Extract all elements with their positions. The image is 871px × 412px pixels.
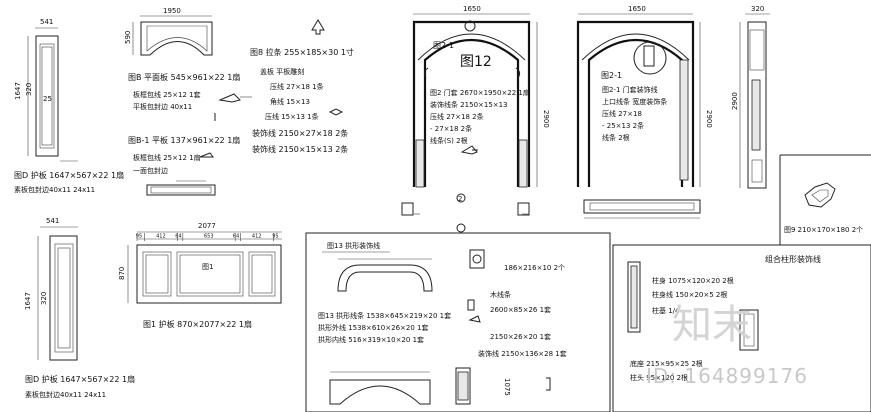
wide-panel-segment-6: 412 [252, 234, 262, 240]
parts-line-4: 角线 15×13 [270, 97, 310, 106]
right-note-4: 底座 215×95×25 2根 [630, 359, 703, 368]
lower-right-4: 2150×26×20 1套 [490, 332, 551, 341]
wide-panel-caption: 图1 护板 870×2077×22 1扇 [143, 319, 252, 329]
panel-b-caption: 图D 护板 1647×567×22 1扇 [25, 374, 135, 384]
doorway-a-note-5: 线条(S) 2根 [430, 136, 468, 145]
panel-b-elevation: 541 1647 320 图D 护板 1647×567×22 1扇 素板包封边4… [24, 217, 135, 399]
parts-line-3: 压线 27×18 1条 [270, 82, 324, 91]
doorway-a-height-dim: 2900 [542, 110, 550, 128]
wide-panel-segment-dims: 95 412 64 653 64 412 95 [136, 233, 279, 241]
parts-line-7: 装饰线 2150×15×13 2条 [252, 144, 348, 154]
doorway-a-width-dim: 1650 [463, 5, 481, 13]
watermark-brand: 知末 [672, 302, 752, 348]
side-elev-width-dim: 320 [751, 5, 764, 13]
arch-height-dim: 590 [124, 31, 132, 44]
lower-box: 图13 拱形装饰线 图13 拱形线条 1538×645×219×20 1套 拱形… [305, 232, 611, 412]
right-box: 组合柱形装饰线 柱身 1075×120×20 2根 柱身线 150×20×5 2… [612, 244, 871, 412]
right-box-title: 组合柱形装饰线 [765, 254, 821, 264]
panel-a-height-dim: 1647 [14, 82, 22, 100]
lower-right-3: 2600×85×26 1套 [490, 305, 551, 314]
bracket-note: 图9 210×170×180 2个 [784, 226, 863, 234]
doorway-b-width-dim: 1650 [628, 5, 646, 13]
panel-a-caption: 图D 护板 1647×567×22 1扇 [14, 170, 124, 180]
wide-panel-segment-7: 95 [272, 234, 278, 240]
wide-panel-segment-1: 95 [136, 234, 142, 240]
panel-a-elevation: 541 1647 320 25 图D 护板 1647×567×22 1扇 素板包… [14, 18, 124, 194]
doorway-b-height-dim: 2900 [705, 110, 713, 128]
parts-line-6: 装饰线 2150×27×18 2条 [252, 128, 348, 138]
right-note-5: 柱头 95×120 2根 [630, 373, 688, 382]
panel-b-width-dim: 541 [46, 217, 59, 225]
mid-note-a1: 图B 平面板 545×961×22 1扇 [128, 72, 240, 82]
doorway-a-note-1: 图2 门套 2670×1950×22 1扇 [430, 88, 530, 97]
right-note-3: 柱基 1/4 [652, 306, 680, 315]
mid-note-a2: 板框包线 25×12 1套 [133, 90, 201, 99]
right-note-2: 柱身线 150×20×5 2根 [652, 290, 727, 299]
panel-b-note: 素板包封边40x11 24x11 [25, 390, 106, 399]
doorway-a-note-4: - 27×18 2条 [430, 124, 472, 133]
right-note-1: 柱身 1075×120×20 2根 [652, 276, 734, 285]
panel-b-height-dim: 1647 [24, 292, 32, 310]
wide-panel-center-label: 图1 [202, 263, 213, 271]
watermark-id: ID: 164899176 [646, 364, 808, 388]
panel-a-note: 素板包封边40x11 24x11 [14, 185, 95, 194]
parts-line-5: 压线 15×13 1条 [265, 112, 319, 121]
wide-panel-segment-4: 653 [204, 234, 214, 240]
wide-panel-segment-5: 64 [233, 234, 239, 240]
lower-note-2: 拱形外线 1538×610×26×20 1套 [318, 323, 429, 332]
wide-panel-total-dim: 2077 [198, 222, 216, 230]
lower-right-1: 186×216×10 2个 [504, 264, 565, 272]
panel-a-inner-dim: 320 [25, 83, 33, 96]
doorway-a-note-3: 压线 27×18 2条 [430, 112, 484, 121]
mid-note-b2: 板框包线 25×12 1扇 [133, 153, 201, 162]
arch-width-dim: 1950 [163, 7, 181, 15]
lower-note-1: 图13 拱形线条 1538×645×219×20 1套 [318, 311, 451, 320]
mid-note-a3: 平板包封边 40x11 [133, 102, 192, 111]
wide-panel-segment-3: 64 [175, 234, 181, 240]
doorway-b-sub-label: 图2-1 [601, 71, 622, 80]
lower-right-2: 木线条 [490, 290, 511, 299]
side-elev-height-dim: 2900 [731, 92, 739, 110]
lower-note-3: 拱形内线 516×319×10×20 1套 [318, 335, 424, 344]
lower-right-5: 装饰线 2150×136×28 1套 [478, 349, 567, 358]
arch-top-elevation: 1950 590 [124, 7, 213, 56]
doorway-a-elevation: 1650 2900 图2-1 图12 图2 门套 2670×1950×22 1扇… [401, 5, 550, 233]
doorway-b-note-5: 线条 2根 [602, 133, 630, 142]
watermark: 知末 ID: 164899176 [646, 302, 808, 388]
parts-list: 图8 拉条 255×185×30 1寸 盖板 平板雕刻 压线 27×18 1条 … [250, 19, 354, 154]
mid-note-b3: 一面包封边 [133, 166, 168, 175]
lower-col-label: 1075 [503, 378, 511, 396]
wide-panel-elevation: 2077 95 412 64 653 64 412 95 图1 870 图1 护板 870×… [118, 222, 282, 329]
lower-box-title: 图13 拱形装饰线 [327, 241, 380, 250]
svg-text:2: 2 [458, 195, 462, 203]
doorway-b-note-2: 上口线条 宽度装饰条 [602, 97, 667, 106]
doorway-a-sub-label: 图2-1 [433, 41, 454, 50]
doorway-b-note-1: 图2-1 门套装饰线 [602, 85, 658, 94]
bracket-box: 图9 210×170×180 2个 [779, 154, 871, 245]
panel-a-inner-label: 25 [43, 95, 52, 103]
side-elevation: 320 2900 [731, 5, 770, 189]
wide-panel-segment-2: 412 [156, 234, 166, 240]
mid-note-b1: 图B-1 平板 137×961×22 1扇 [128, 135, 240, 145]
mid-notes: 图B 平面板 545×961×22 1扇 板框包线 25×12 1套 平板包封边… [128, 72, 252, 196]
parts-line-1: 图8 拉条 255×185×30 1寸 [250, 47, 354, 57]
doorway-a-big-label: 图12 [460, 54, 492, 70]
doorway-a-note-2: 装饰线条 2150×15×13 [430, 100, 508, 109]
wide-panel-height-dim: 870 [118, 267, 126, 280]
panel-b-inner-dim: 320 [40, 292, 48, 305]
doorway-b-note-3: 压线 27×18 [602, 109, 642, 118]
doorway-b-note-4: - 25×13 2条 [602, 121, 644, 130]
panel-a-width-dim: 541 [40, 18, 53, 26]
parts-line-2: 盖板 平板雕刻 [260, 67, 304, 76]
